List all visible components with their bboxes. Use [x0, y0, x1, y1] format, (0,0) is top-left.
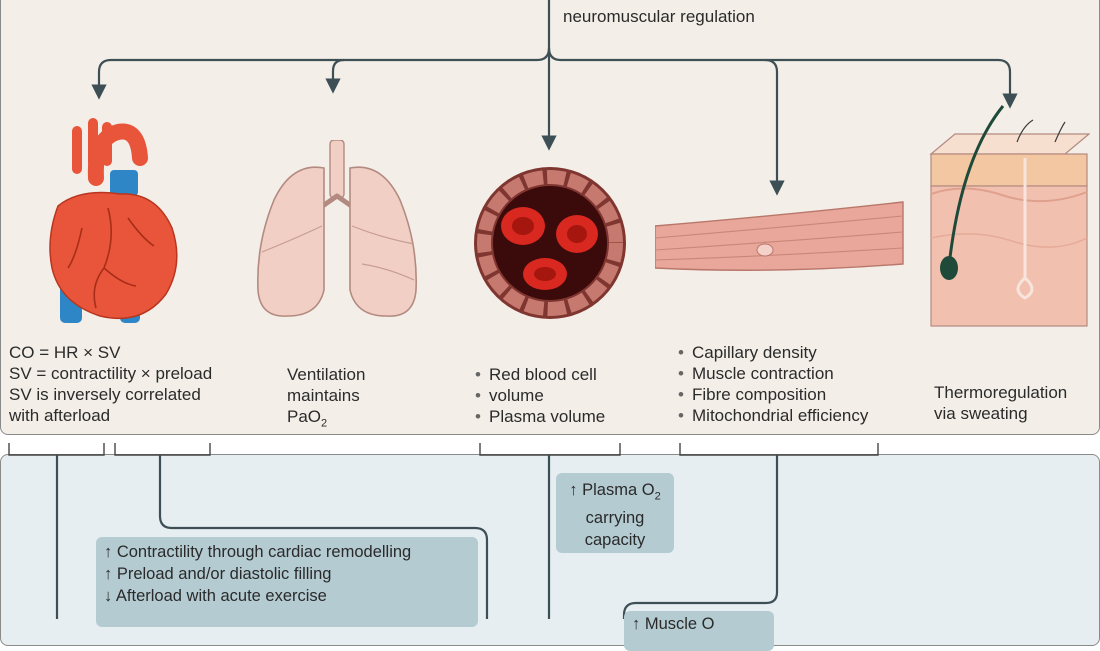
line-muscle-to-o2-box — [622, 455, 779, 619]
muscle-item: Mitochondrial efficiency — [678, 405, 868, 426]
artery-2 — [88, 118, 98, 168]
cardiac-adaptation-item: ↑ Preload and/or diastolic filling — [104, 565, 332, 583]
cardiac-line: CO = HR × SV — [9, 343, 121, 362]
cardiac-line: SV is inversely correlated — [9, 385, 201, 404]
arrow-lungs — [325, 58, 345, 94]
right-lung — [349, 166, 417, 317]
connector-lines — [8, 0, 1018, 619]
arrow-skin — [765, 58, 1018, 109]
cardiac-adaptations-box: ↑ Contractility through cardiac remodell… — [96, 537, 478, 627]
superior-vena-cava — [110, 170, 138, 196]
muscle-item: Fibre composition — [678, 384, 868, 405]
thermo-text: Thermoregulation via sweating — [934, 383, 1068, 423]
muscle-fibre-illustration — [655, 201, 904, 271]
cardiac-adaptation-item: ↑ Contractility through cardiac remodell… — [104, 543, 412, 561]
sweat-gland — [1016, 158, 1034, 300]
cardiac-line: SV = contractility × preload — [9, 364, 213, 383]
hair-shaft — [947, 105, 1005, 267]
dermis — [930, 185, 1088, 327]
heart-vessels — [67, 207, 155, 309]
heart-body — [49, 191, 178, 320]
cardiac-line: with afterload — [9, 406, 111, 425]
muscle-item: Capillary density — [678, 342, 868, 363]
nucleus — [756, 243, 774, 257]
cardiac-text: CO = HR × SV SV = contractility × preloa… — [9, 342, 212, 426]
artery-1 — [72, 126, 82, 174]
bracket-heart-rate — [8, 443, 105, 456]
hair-follicle — [940, 256, 958, 280]
trachea — [329, 140, 345, 199]
ventilation-text: Ventilation maintains PaO2 — [287, 365, 366, 430]
lung-lobe-lines — [261, 225, 415, 281]
epidermis — [930, 153, 1088, 187]
blood-item: Plasma volume — [475, 406, 605, 427]
bracket-stroke-volume — [114, 443, 211, 456]
left-lung — [257, 166, 325, 317]
bracket-blood — [479, 443, 621, 456]
blood-item-continuation: volume — [475, 385, 605, 406]
blood-item: Red blood cell — [475, 364, 605, 385]
blood-text: Red blood cell volume Plasma volume — [475, 364, 605, 427]
line-sv-to-cardiac-box — [158, 455, 489, 619]
muscle-text: Capillary density Muscle contraction Fib… — [678, 342, 868, 426]
cardiac-adaptation-item: ↓ Afterload with acute exercise — [104, 587, 327, 605]
top-header-label: neuromuscular regulation — [563, 7, 755, 26]
blood-vessel-illustration — [474, 167, 626, 319]
heart-illustration — [49, 118, 178, 323]
lungs-illustration — [257, 140, 417, 317]
hair — [1016, 119, 1066, 143]
muscle-item: Muscle contraction — [678, 363, 868, 384]
skin-illustration — [929, 105, 1090, 327]
top-branch-line — [91, 47, 551, 100]
muscle-o2-box: ↑ Muscle O — [624, 611, 774, 651]
artery-3 — [102, 122, 112, 166]
bracket-muscle — [679, 443, 879, 456]
plasma-o2-box: ↑ Plasma O2 carrying capacity — [556, 473, 674, 553]
